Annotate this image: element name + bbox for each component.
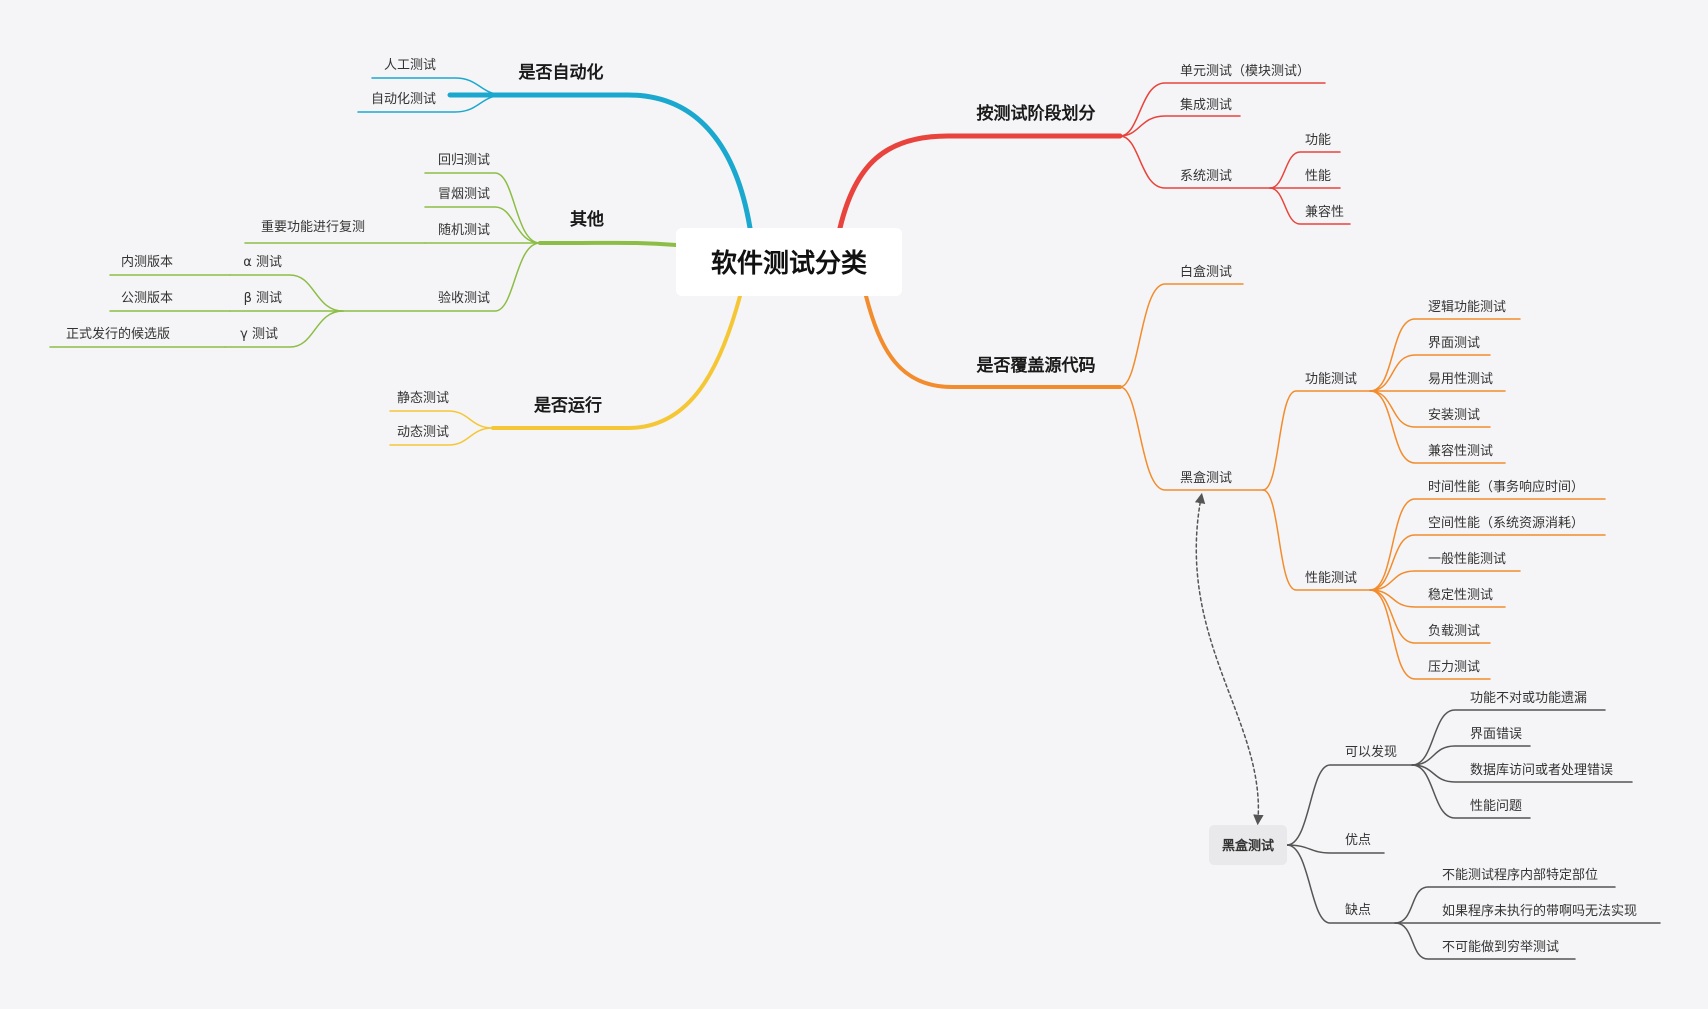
node-can-find-child[interactable]: 界面错误 <box>1470 727 1522 742</box>
node-can-find-child[interactable]: 数据库访问或者处理错误 <box>1470 762 1613 778</box>
node-performance-child[interactable]: 时间性能（事务响应时间） <box>1428 479 1584 495</box>
topic-run[interactable]: 是否运行 <box>534 395 602 416</box>
node-acceptance-test[interactable]: 验收测试 <box>438 290 490 306</box>
branch-run[interactable]: 是否运行 静态测试 动态测试 <box>397 391 602 440</box>
node-performance-child[interactable]: 压力测试 <box>1428 660 1480 675</box>
node-cons-child[interactable]: 如果程序未执行的带啊吗无法实现 <box>1442 903 1637 919</box>
node-white-box[interactable]: 白盒测试 <box>1180 264 1232 280</box>
node-performance-test[interactable]: 性能测试 <box>1305 571 1357 586</box>
relation-arrow <box>1194 492 1264 826</box>
node-functional-child[interactable]: 界面测试 <box>1428 336 1480 351</box>
node-integration-test[interactable]: 集成测试 <box>1180 97 1232 113</box>
node-regression-test[interactable]: 回归测试 <box>438 153 490 168</box>
node-functional-test[interactable]: 功能测试 <box>1305 372 1357 387</box>
floating-black-box[interactable]: 黑盒测试 可以发现 优点 缺点 功能不对或功能遗漏 界面错误 数据库访问或者处理… <box>1209 690 1637 955</box>
topic-other[interactable]: 其他 <box>570 209 604 230</box>
node-system-test[interactable]: 系统测试 <box>1180 169 1232 184</box>
trunk-coverage <box>864 294 1122 389</box>
trunk-other <box>538 240 678 247</box>
central-topic[interactable]: 软件测试分类 <box>676 228 902 296</box>
node-beta-test[interactable]: β 测试 <box>244 291 282 306</box>
node-system-child[interactable]: 兼容性 <box>1305 204 1344 220</box>
node-gamma-note[interactable]: 正式发行的候选版 <box>66 326 170 342</box>
node-alpha-note[interactable]: 内测版本 <box>121 254 173 270</box>
node-gamma-test[interactable]: γ 测试 <box>240 327 278 342</box>
node-performance-child[interactable]: 稳定性测试 <box>1428 587 1493 603</box>
node-functional-child[interactable]: 逻辑功能测试 <box>1428 300 1506 315</box>
topic-by-stage[interactable]: 按测试阶段划分 <box>977 103 1096 124</box>
floating-topic-label: 黑盒测试 <box>1222 838 1274 854</box>
branch-other[interactable]: 其他 回归测试 冒烟测试 随机测试 重要功能进行复测 验收测试 α 测试 β 测… <box>66 153 604 342</box>
node-unit-test[interactable]: 单元测试（模块测试） <box>1180 64 1310 79</box>
node-automated-test[interactable]: 自动化测试 <box>371 92 436 107</box>
node-random-test[interactable]: 随机测试 <box>438 223 490 238</box>
node-manual-test[interactable]: 人工测试 <box>384 58 436 73</box>
node-can-find-child[interactable]: 性能问题 <box>1470 799 1522 814</box>
trunk-run <box>491 294 742 430</box>
node-functional-child[interactable]: 兼容性测试 <box>1428 443 1493 459</box>
node-performance-child[interactable]: 负载测试 <box>1428 624 1480 639</box>
trunk-stage <box>837 133 1123 231</box>
central-topic-label: 软件测试分类 <box>711 249 867 279</box>
node-static-test[interactable]: 静态测试 <box>397 391 449 406</box>
node-black-box[interactable]: 黑盒测试 <box>1180 470 1232 486</box>
node-performance-child[interactable]: 空间性能（系统资源消耗） <box>1428 516 1584 531</box>
node-cons[interactable]: 缺点 <box>1345 903 1371 918</box>
central-topic-box <box>676 228 902 296</box>
node-system-child[interactable]: 性能 <box>1305 169 1331 184</box>
node-alpha-test[interactable]: α 测试 <box>243 255 282 270</box>
branch-coverage[interactable]: 是否覆盖源代码 白盒测试 黑盒测试 功能测试 性能测试 逻辑功能测试 界面测试 … <box>977 264 1585 675</box>
node-cons-child[interactable]: 不能测试程序内部特定部位 <box>1442 867 1598 883</box>
node-random-note[interactable]: 重要功能进行复测 <box>261 219 365 235</box>
node-functional-child[interactable]: 易用性测试 <box>1428 372 1493 387</box>
node-cons-child[interactable]: 不可能做到穷举测试 <box>1442 939 1559 955</box>
node-can-find-child[interactable]: 功能不对或功能遗漏 <box>1470 690 1587 706</box>
node-can-find[interactable]: 可以发现 <box>1345 744 1397 760</box>
node-pros[interactable]: 优点 <box>1345 833 1371 848</box>
node-performance-child[interactable]: 一般性能测试 <box>1428 551 1506 567</box>
node-dynamic-test[interactable]: 动态测试 <box>397 425 449 440</box>
branch-automation[interactable]: 是否自动化 人工测试 自动化测试 <box>371 58 604 107</box>
topic-automation[interactable]: 是否自动化 <box>519 62 604 83</box>
trunk-automation <box>447 92 753 231</box>
node-system-child[interactable]: 功能 <box>1305 133 1331 148</box>
floating-topic-box <box>1209 825 1287 865</box>
node-smoke-test[interactable]: 冒烟测试 <box>438 187 490 202</box>
branch-by-stage[interactable]: 按测试阶段划分 单元测试（模块测试） 集成测试 系统测试 功能 性能 兼容性 <box>977 64 1345 220</box>
topic-coverage[interactable]: 是否覆盖源代码 <box>977 355 1096 376</box>
node-beta-note[interactable]: 公测版本 <box>121 291 173 306</box>
node-functional-child[interactable]: 安装测试 <box>1428 408 1480 423</box>
